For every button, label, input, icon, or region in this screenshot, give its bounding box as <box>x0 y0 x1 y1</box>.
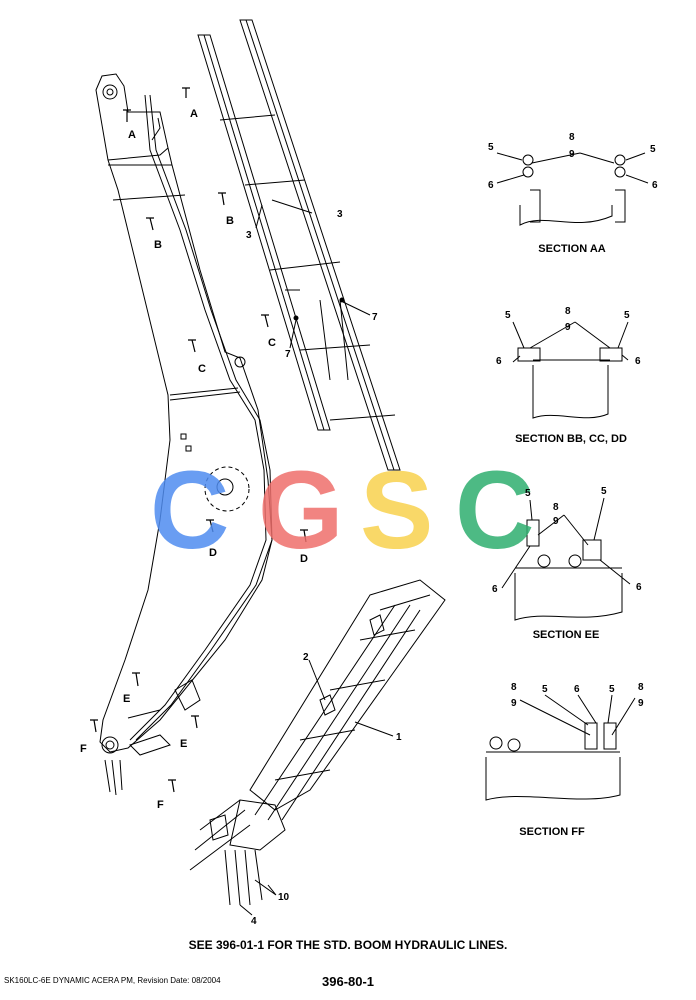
pipe-set-3 <box>197 19 401 471</box>
bb-label-5-right: 5 <box>624 310 630 321</box>
aa-label-6-left: 6 <box>488 180 494 191</box>
ee-label-6-left: 6 <box>492 584 498 595</box>
ff-label-8-left: 8 <box>511 682 517 693</box>
section-ee-title: SECTION EE <box>533 629 600 641</box>
marker-d-1: D <box>209 547 217 559</box>
callout-4: 4 <box>251 916 257 927</box>
callout-10: 10 <box>278 892 290 903</box>
section-bb-title: SECTION BB, CC, DD <box>515 433 627 445</box>
aa-label-5-right: 5 <box>650 144 656 155</box>
footer-model-revision: SK160LC-6E DYNAMIC ACERA PM, Revision Da… <box>4 976 221 985</box>
section-ee-labels: 5 8 9 5 6 6 SECTION EE <box>492 486 642 641</box>
marker-e-1: E <box>123 693 130 705</box>
watermark-letter-g: G <box>258 449 344 572</box>
reference-note: SEE 396-01-1 FOR THE STD. BOOM HYDRAULIC… <box>188 938 508 952</box>
watermark: C G S C <box>150 449 534 572</box>
section-ff-figure <box>485 694 636 801</box>
lower-hose-assembly <box>189 579 446 906</box>
aa-label-8: 8 <box>569 132 575 143</box>
ff-label-5-right: 5 <box>609 684 615 695</box>
section-bb-labels: 5 8 9 5 6 6 SECTION BB, CC, DD <box>496 306 641 445</box>
ff-label-9-left: 9 <box>511 698 517 709</box>
callout-3b: 3 <box>246 230 252 241</box>
aa-label-9: 9 <box>569 149 575 160</box>
section-ff-labels: 8 9 5 6 5 8 9 SECTION FF <box>511 682 644 838</box>
ff-label-8-right: 8 <box>638 682 644 693</box>
ff-label-5-left: 5 <box>542 684 548 695</box>
callout-3a: 3 <box>337 209 343 220</box>
section-aa-figure <box>496 152 649 226</box>
ee-label-6-right: 6 <box>636 582 642 593</box>
ee-label-5-right: 5 <box>601 486 607 497</box>
section-arrows <box>90 87 308 793</box>
leader-lines <box>239 199 394 916</box>
marker-f-1: F <box>80 743 87 755</box>
marker-d-2: D <box>300 553 308 565</box>
aa-label-6-right: 6 <box>652 180 658 191</box>
marker-c-1: C <box>268 337 276 349</box>
callout-7a: 7 <box>372 312 378 323</box>
section-ff-title: SECTION FF <box>519 826 585 838</box>
ff-label-9-right: 9 <box>638 698 644 709</box>
bb-label-5-left: 5 <box>505 310 511 321</box>
section-ee-figure <box>501 497 631 621</box>
ee-label-8: 8 <box>553 502 559 513</box>
section-aa-labels: 5 8 9 5 6 6 SECTION AA <box>488 132 658 255</box>
marker-f-2: F <box>157 799 164 811</box>
bb-label-6-left: 6 <box>496 356 502 367</box>
watermark-letter-c1: C <box>150 449 229 572</box>
marker-a-1: A <box>190 108 198 120</box>
callout-2: 2 <box>303 652 309 663</box>
callout-labels: 3 3 7 7 1 2 10 4 <box>246 209 402 927</box>
marker-e-2: E <box>180 738 187 750</box>
section-marker-labels: A A B B C C D D E E F F <box>80 108 308 811</box>
ee-label-5-left: 5 <box>525 488 531 499</box>
watermark-letter-s: S <box>360 449 433 572</box>
marker-b-1: B <box>226 215 234 227</box>
ff-label-6: 6 <box>574 684 580 695</box>
watermark-letter-c2: C <box>455 449 534 572</box>
callout-7b: 7 <box>285 349 291 360</box>
boom-body <box>95 73 273 796</box>
page-number: 396-80-1 <box>322 974 375 989</box>
callout-1: 1 <box>396 732 402 743</box>
bb-label-6-right: 6 <box>635 356 641 367</box>
bb-label-9: 9 <box>565 322 571 333</box>
marker-c-2: C <box>198 363 206 375</box>
aa-label-5-left: 5 <box>488 142 494 153</box>
section-bb-figure <box>512 321 629 419</box>
marker-b-2: B <box>154 239 162 251</box>
section-aa-title: SECTION AA <box>538 243 605 255</box>
ee-label-9: 9 <box>553 516 559 527</box>
marker-a-2: A <box>128 129 136 141</box>
bb-label-8: 8 <box>565 306 571 317</box>
